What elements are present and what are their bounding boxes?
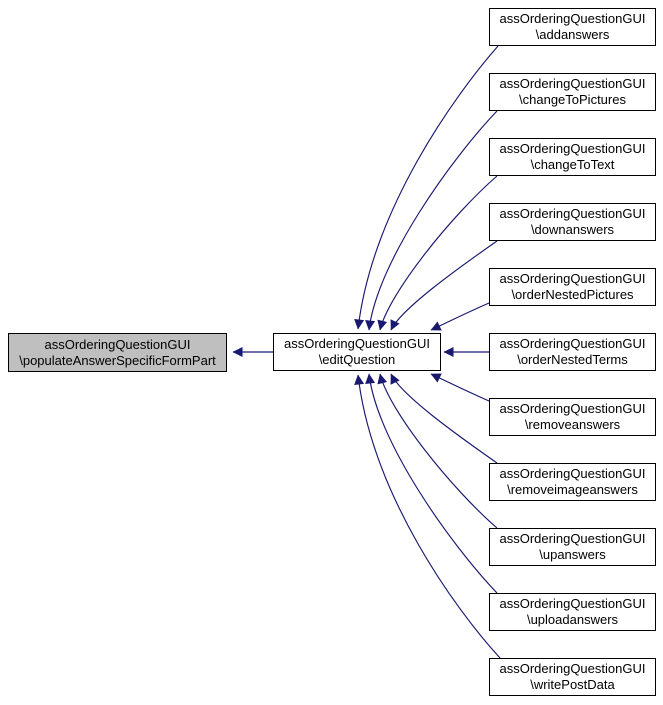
edge-changetotext-editquestion [377,175,498,331]
node-populateanswerspecificformpart[interactable]: assOrderingQuestionGUI \populateAnswerSp… [8,333,227,372]
node-method-label: \orderNestedPictures [511,287,634,302]
node-changetopictures[interactable]: assOrderingQuestionGUI \changeToPictures [489,73,656,111]
node-method-label: \removeanswers [524,417,621,432]
node-class-label: assOrderingQuestionGUI [284,336,430,351]
node-class-label: assOrderingQuestionGUI [499,76,646,91]
node-ordernestedpictures[interactable]: assOrderingQuestionGUI \orderNestedPictu… [489,268,656,306]
node-class-label: assOrderingQuestionGUI [44,336,191,352]
edge-addanswers-editquestion [354,45,499,330]
node-class-label: assOrderingQuestionGUI [499,531,646,546]
node-changetotext[interactable]: assOrderingQuestionGUI \changeToText [489,138,656,176]
node-class-label: assOrderingQuestionGUI [499,271,646,286]
node-class-label: assOrderingQuestionGUI [499,336,646,351]
node-method-label: \orderNestedTerms [517,352,628,367]
edge-ordernestedpictures-editquestion [430,302,490,331]
node-method-label: \changeToPictures [519,92,626,107]
node-ordernestedterms[interactable]: assOrderingQuestionGUI \orderNestedTerms [489,333,656,371]
edge-removeanswers-editquestion [430,373,490,402]
node-method-label: \downanswers [530,222,615,237]
node-class-label: assOrderingQuestionGUI [499,11,646,26]
edge-upanswers-editquestion [377,373,498,529]
node-downanswers[interactable]: assOrderingQuestionGUI \downanswers [489,203,656,241]
node-upanswers[interactable]: assOrderingQuestionGUI \upanswers [489,528,656,566]
node-method-label: \upanswers [539,547,606,562]
edge-downanswers-editquestion [390,240,498,331]
node-method-label: \removeimageanswers [507,482,638,497]
node-method-label: \editQuestion [318,352,396,367]
edge-removeimageanswers-editquestion [390,373,498,464]
edge-uploadanswers-editquestion [365,373,498,594]
node-class-label: assOrderingQuestionGUI [499,596,646,611]
node-method-label: \writePostData [530,677,615,692]
node-method-label: \addanswers [535,27,610,42]
node-removeanswers[interactable]: assOrderingQuestionGUI \removeanswers [489,398,656,436]
node-class-label: assOrderingQuestionGUI [499,206,646,221]
node-removeimageanswers[interactable]: assOrderingQuestionGUI \removeimageanswe… [489,463,656,501]
node-addanswers[interactable]: assOrderingQuestionGUI \addanswers [489,8,656,46]
node-method-label: \populateAnswerSpecificFormPart [19,352,216,368]
node-method-label: \uploadanswers [526,612,619,627]
node-class-label: assOrderingQuestionGUI [499,141,646,156]
node-class-label: assOrderingQuestionGUI [499,661,646,676]
node-class-label: assOrderingQuestionGUI [499,401,646,416]
edge-changetopictures-editquestion [365,110,498,331]
node-method-label: \changeToText [530,157,615,172]
node-uploadanswers[interactable]: assOrderingQuestionGUI \uploadanswers [489,593,656,631]
edge-writepostdata-editquestion [354,374,501,659]
node-editquestion[interactable]: assOrderingQuestionGUI \editQuestion [273,333,441,371]
node-writepostdata[interactable]: assOrderingQuestionGUI \writePostData [489,658,656,696]
node-class-label: assOrderingQuestionGUI [499,466,646,481]
